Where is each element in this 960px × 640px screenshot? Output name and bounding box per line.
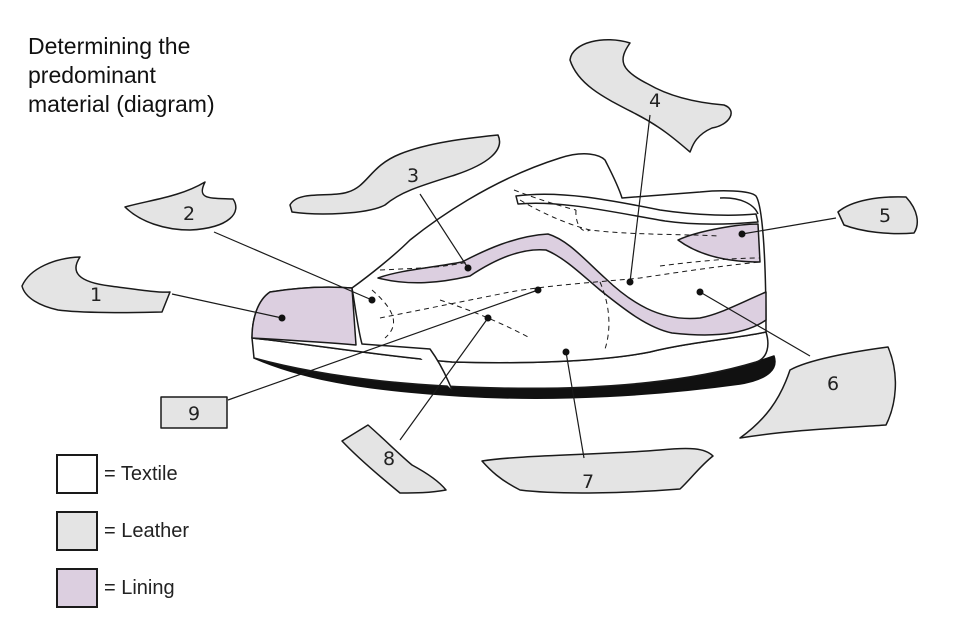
- heel-counter: [719, 197, 759, 215]
- side-lining-band: [377, 233, 767, 336]
- part-number-8: 8: [383, 448, 395, 470]
- legend-label-lining: = Lining: [104, 576, 175, 599]
- leader-7: [565, 351, 585, 459]
- part-number-2: 2: [183, 203, 195, 225]
- leader-1: [171, 293, 283, 319]
- toe-cap-lining: [251, 286, 357, 346]
- legend-item-textile: = Textile: [56, 452, 189, 496]
- part-number-4: 4: [649, 90, 661, 112]
- material-legend: = Textile = Leather = Lining: [56, 452, 189, 623]
- part-number-9: 9: [188, 403, 200, 425]
- lining-swatch: [56, 568, 98, 608]
- part-number-3: 3: [407, 165, 419, 187]
- legend-item-lining: = Lining: [56, 566, 189, 610]
- diagram-title: Determining the predominant material (di…: [28, 32, 288, 119]
- legend-label-textile: = Textile: [104, 462, 178, 485]
- leader-4: [629, 114, 651, 283]
- leader-5: [741, 217, 837, 235]
- piece-5: [837, 196, 919, 235]
- piece-8: [341, 424, 447, 494]
- part-number-6: 6: [827, 373, 839, 395]
- legend-item-leather: = Leather: [56, 509, 189, 553]
- piece-2: [124, 181, 237, 231]
- leader-8: [399, 317, 489, 441]
- piece-3: [289, 134, 501, 215]
- legend-label-leather: = Leather: [104, 519, 190, 542]
- piece-1: [21, 256, 171, 314]
- piece-4: [569, 39, 732, 153]
- leader-2: [213, 231, 373, 301]
- piece-7: [481, 447, 714, 494]
- title-line-2: predominant: [28, 62, 156, 88]
- title-line-3: material (diagram): [28, 91, 215, 117]
- part-number-1: 1: [90, 284, 102, 306]
- part-number-7: 7: [582, 471, 594, 493]
- leader-6: [699, 291, 811, 357]
- leader-9: [227, 289, 539, 401]
- top-collar-band: [515, 193, 759, 225]
- leather-swatch: [56, 511, 98, 551]
- part-number-5: 5: [879, 205, 891, 227]
- leader-3: [419, 193, 469, 269]
- piece-6: [739, 346, 897, 439]
- title-line-1: Determining the: [28, 33, 191, 59]
- piece-9: [160, 396, 228, 429]
- textile-swatch: [56, 454, 98, 494]
